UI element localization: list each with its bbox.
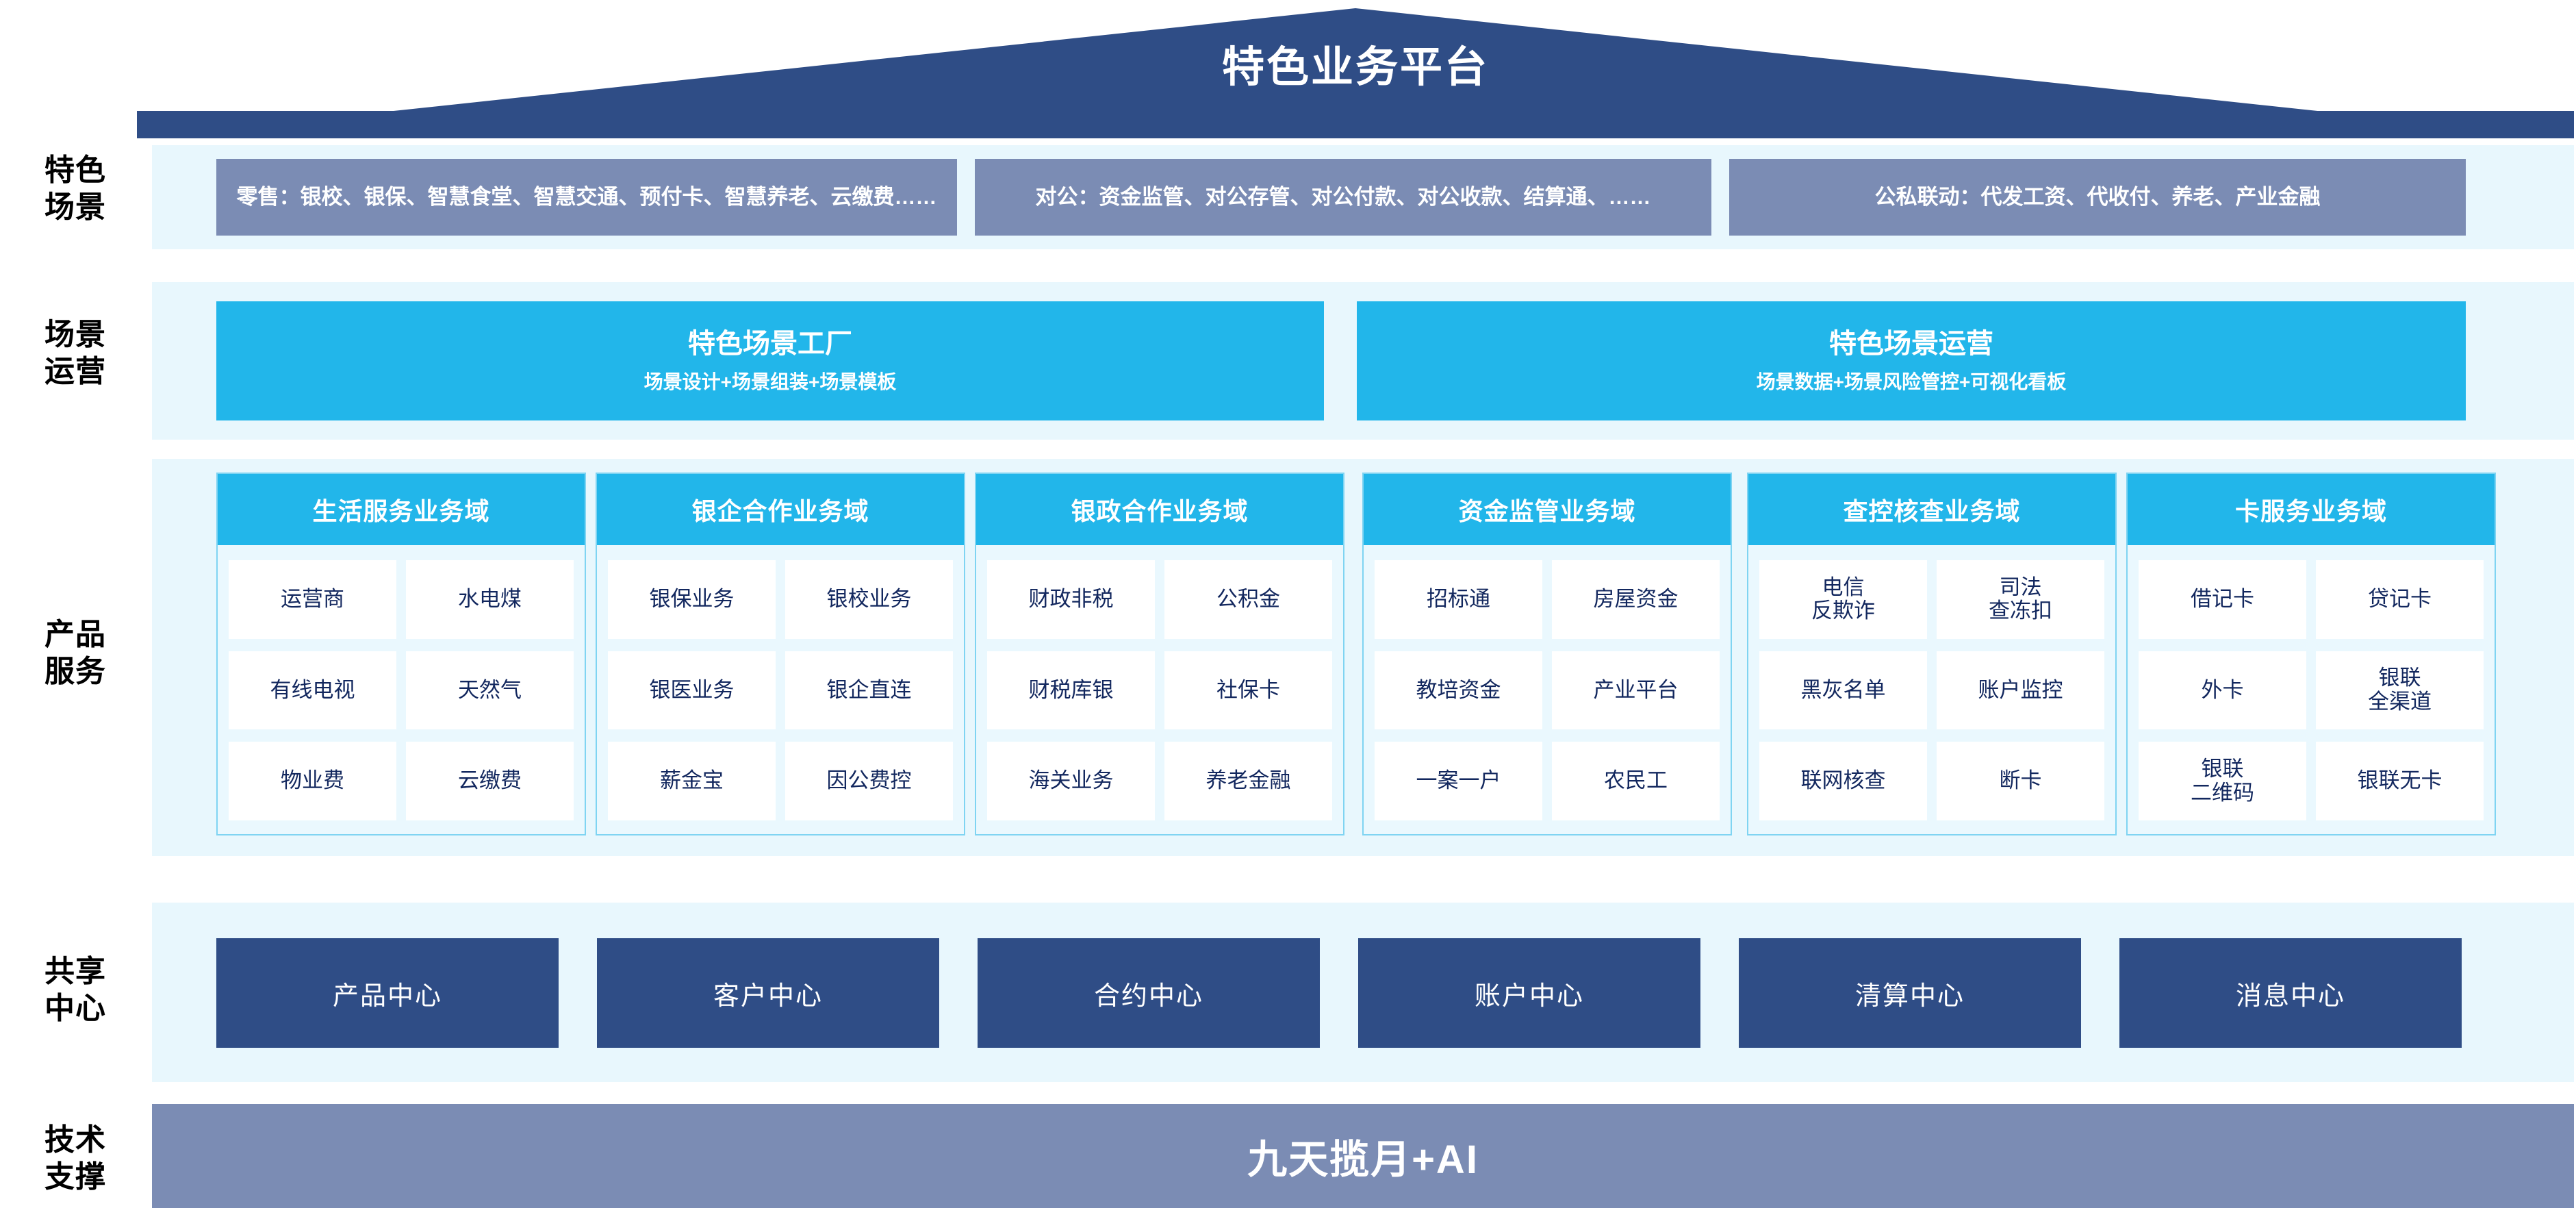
domain-card-bank-enterprise[interactable]: 银企合作业务域 银保业务 银校业务 银医业务 银企直连 薪金宝 因公费控 [596,473,965,835]
shared-center-account[interactable]: 账户中心 [1358,938,1700,1048]
domain-item-grid: 借记卡 贷记卡 外卡 银联 全渠道 银联 二维码 银联无卡 [2128,545,2495,834]
domain-card-fund-supervision[interactable]: 资金监管业务域 招标通 房屋资金 教培资金 产业平台 一案一户 农民工 [1362,473,1732,835]
page-title: 特色业务平台 [1221,44,1489,91]
row-label-operation: 场景 运营 [44,318,106,388]
domain-title: 卡服务业务域 [2128,474,2495,545]
domain-card-life-service[interactable]: 生活服务业务域 运营商 水电煤 有线电视 天然气 物业费 云缴费 [216,473,586,835]
shared-center-contract[interactable]: 合约中心 [978,938,1320,1048]
shared-center-clearing[interactable]: 清算中心 [1739,938,2081,1048]
domain-item[interactable]: 运营商 [229,560,396,639]
operation-box-scenario-operation[interactable]: 特色场景运营 场景数据+场景风险管控+可视化看板 [1357,301,2466,420]
domain-item[interactable]: 银保业务 [608,560,776,639]
domain-item[interactable]: 养老金融 [1164,742,1332,820]
domain-item[interactable]: 教培资金 [1375,651,1542,730]
domain-item[interactable]: 银联 二维码 [2139,742,2306,820]
domain-item[interactable]: 薪金宝 [608,742,776,820]
domain-item[interactable]: 账户监控 [1937,651,2104,730]
domain-item[interactable]: 农民工 [1552,742,1720,820]
operation-subtitle: 场景设计+场景组装+场景模板 [643,371,897,392]
domain-item[interactable]: 物业费 [229,742,396,820]
domain-item[interactable]: 贷记卡 [2316,560,2484,639]
domain-title: 生活服务业务域 [218,474,585,545]
domain-item-grid: 招标通 房屋资金 教培资金 产业平台 一案一户 农民工 [1364,545,1731,834]
domain-item[interactable]: 银联 全渠道 [2316,651,2484,730]
domain-item[interactable]: 联网核查 [1759,742,1927,820]
domain-item[interactable]: 电信 反欺诈 [1759,560,1927,639]
operation-subtitle: 场景数据+场景风险管控+可视化看板 [1756,371,2067,392]
domain-item[interactable]: 银校业务 [785,560,953,639]
domain-item[interactable]: 因公费控 [785,742,953,820]
domain-item-grid: 银保业务 银校业务 银医业务 银企直连 薪金宝 因公费控 [597,545,964,834]
shared-center-customer[interactable]: 客户中心 [597,938,939,1048]
domain-item[interactable]: 海关业务 [987,742,1155,820]
domain-item[interactable]: 房屋资金 [1552,560,1720,639]
row-label-product: 产品 服务 [44,618,106,688]
operation-title: 特色场景运营 [1829,329,1993,359]
domain-card-card-service[interactable]: 卡服务业务域 借记卡 贷记卡 外卡 银联 全渠道 银联 二维码 银联无卡 [2126,473,2496,835]
roof-shape-icon [137,8,2574,138]
domain-item[interactable]: 天然气 [406,651,574,730]
domain-item-grid: 电信 反欺诈 司法 查冻扣 黑灰名单 账户监控 联网核查 断卡 [1748,545,2115,834]
operation-box-scenario-factory[interactable]: 特色场景工厂 场景设计+场景组装+场景模板 [216,301,1324,420]
domain-item[interactable]: 断卡 [1937,742,2104,820]
domain-title: 银企合作业务域 [597,474,964,545]
domain-item[interactable]: 银联无卡 [2316,742,2484,820]
row-label-scenario: 特色 场景 [44,153,106,224]
domain-title: 银政合作业务域 [976,474,1343,545]
domain-item[interactable]: 司法 查冻扣 [1937,560,2104,639]
row-label-shared: 共享 中心 [44,955,106,1025]
domain-item-grid: 运营商 水电煤 有线电视 天然气 物业费 云缴费 [218,545,585,834]
domain-item[interactable]: 社保卡 [1164,651,1332,730]
domain-item[interactable]: 财政非税 [987,560,1155,639]
domain-item-grid: 财政非税 公积金 财税库银 社保卡 海关业务 养老金融 [976,545,1343,834]
operation-title: 特色场景工厂 [688,329,852,359]
domain-item[interactable]: 招标通 [1375,560,1542,639]
domain-item[interactable]: 公积金 [1164,560,1332,639]
domain-title: 资金监管业务域 [1364,474,1731,545]
shared-center-product[interactable]: 产品中心 [216,938,559,1048]
domain-title: 查控核查业务域 [1748,474,2115,545]
tech-support-bar[interactable]: 九天揽月+AI [152,1104,2574,1208]
row-label-tech: 技术 支撑 [44,1123,106,1194]
scenario-box-public-private[interactable]: 公私联动：代发工资、代收付、养老、产业金融 [1729,159,2466,236]
domain-item[interactable]: 云缴费 [406,742,574,820]
domain-item[interactable]: 借记卡 [2139,560,2306,639]
domain-item[interactable]: 水电煤 [406,560,574,639]
domain-item[interactable]: 银企直连 [785,651,953,730]
domain-item[interactable]: 有线电视 [229,651,396,730]
domain-item[interactable]: 财税库银 [987,651,1155,730]
domain-item[interactable]: 黑灰名单 [1759,651,1927,730]
domain-item[interactable]: 产业平台 [1552,651,1720,730]
domain-card-bank-government[interactable]: 银政合作业务域 财政非税 公积金 财税库银 社保卡 海关业务 养老金融 [975,473,1344,835]
domain-item[interactable]: 银医业务 [608,651,776,730]
shared-center-message[interactable]: 消息中心 [2119,938,2462,1048]
domain-card-investigation-control[interactable]: 查控核查业务域 电信 反欺诈 司法 查冻扣 黑灰名单 账户监控 联网核查 断卡 [1747,473,2117,835]
domain-item[interactable]: 一案一户 [1375,742,1542,820]
domain-item[interactable]: 外卡 [2139,651,2306,730]
scenario-box-corporate[interactable]: 对公：资金监管、对公存管、对公付款、对公收款、结算通、…… [975,159,1711,236]
scenario-box-retail[interactable]: 零售：银校、银保、智慧食堂、智慧交通、预付卡、智慧养老、云缴费…… [216,159,957,236]
platform-roof-banner: 特色业务平台 [137,8,2574,138]
